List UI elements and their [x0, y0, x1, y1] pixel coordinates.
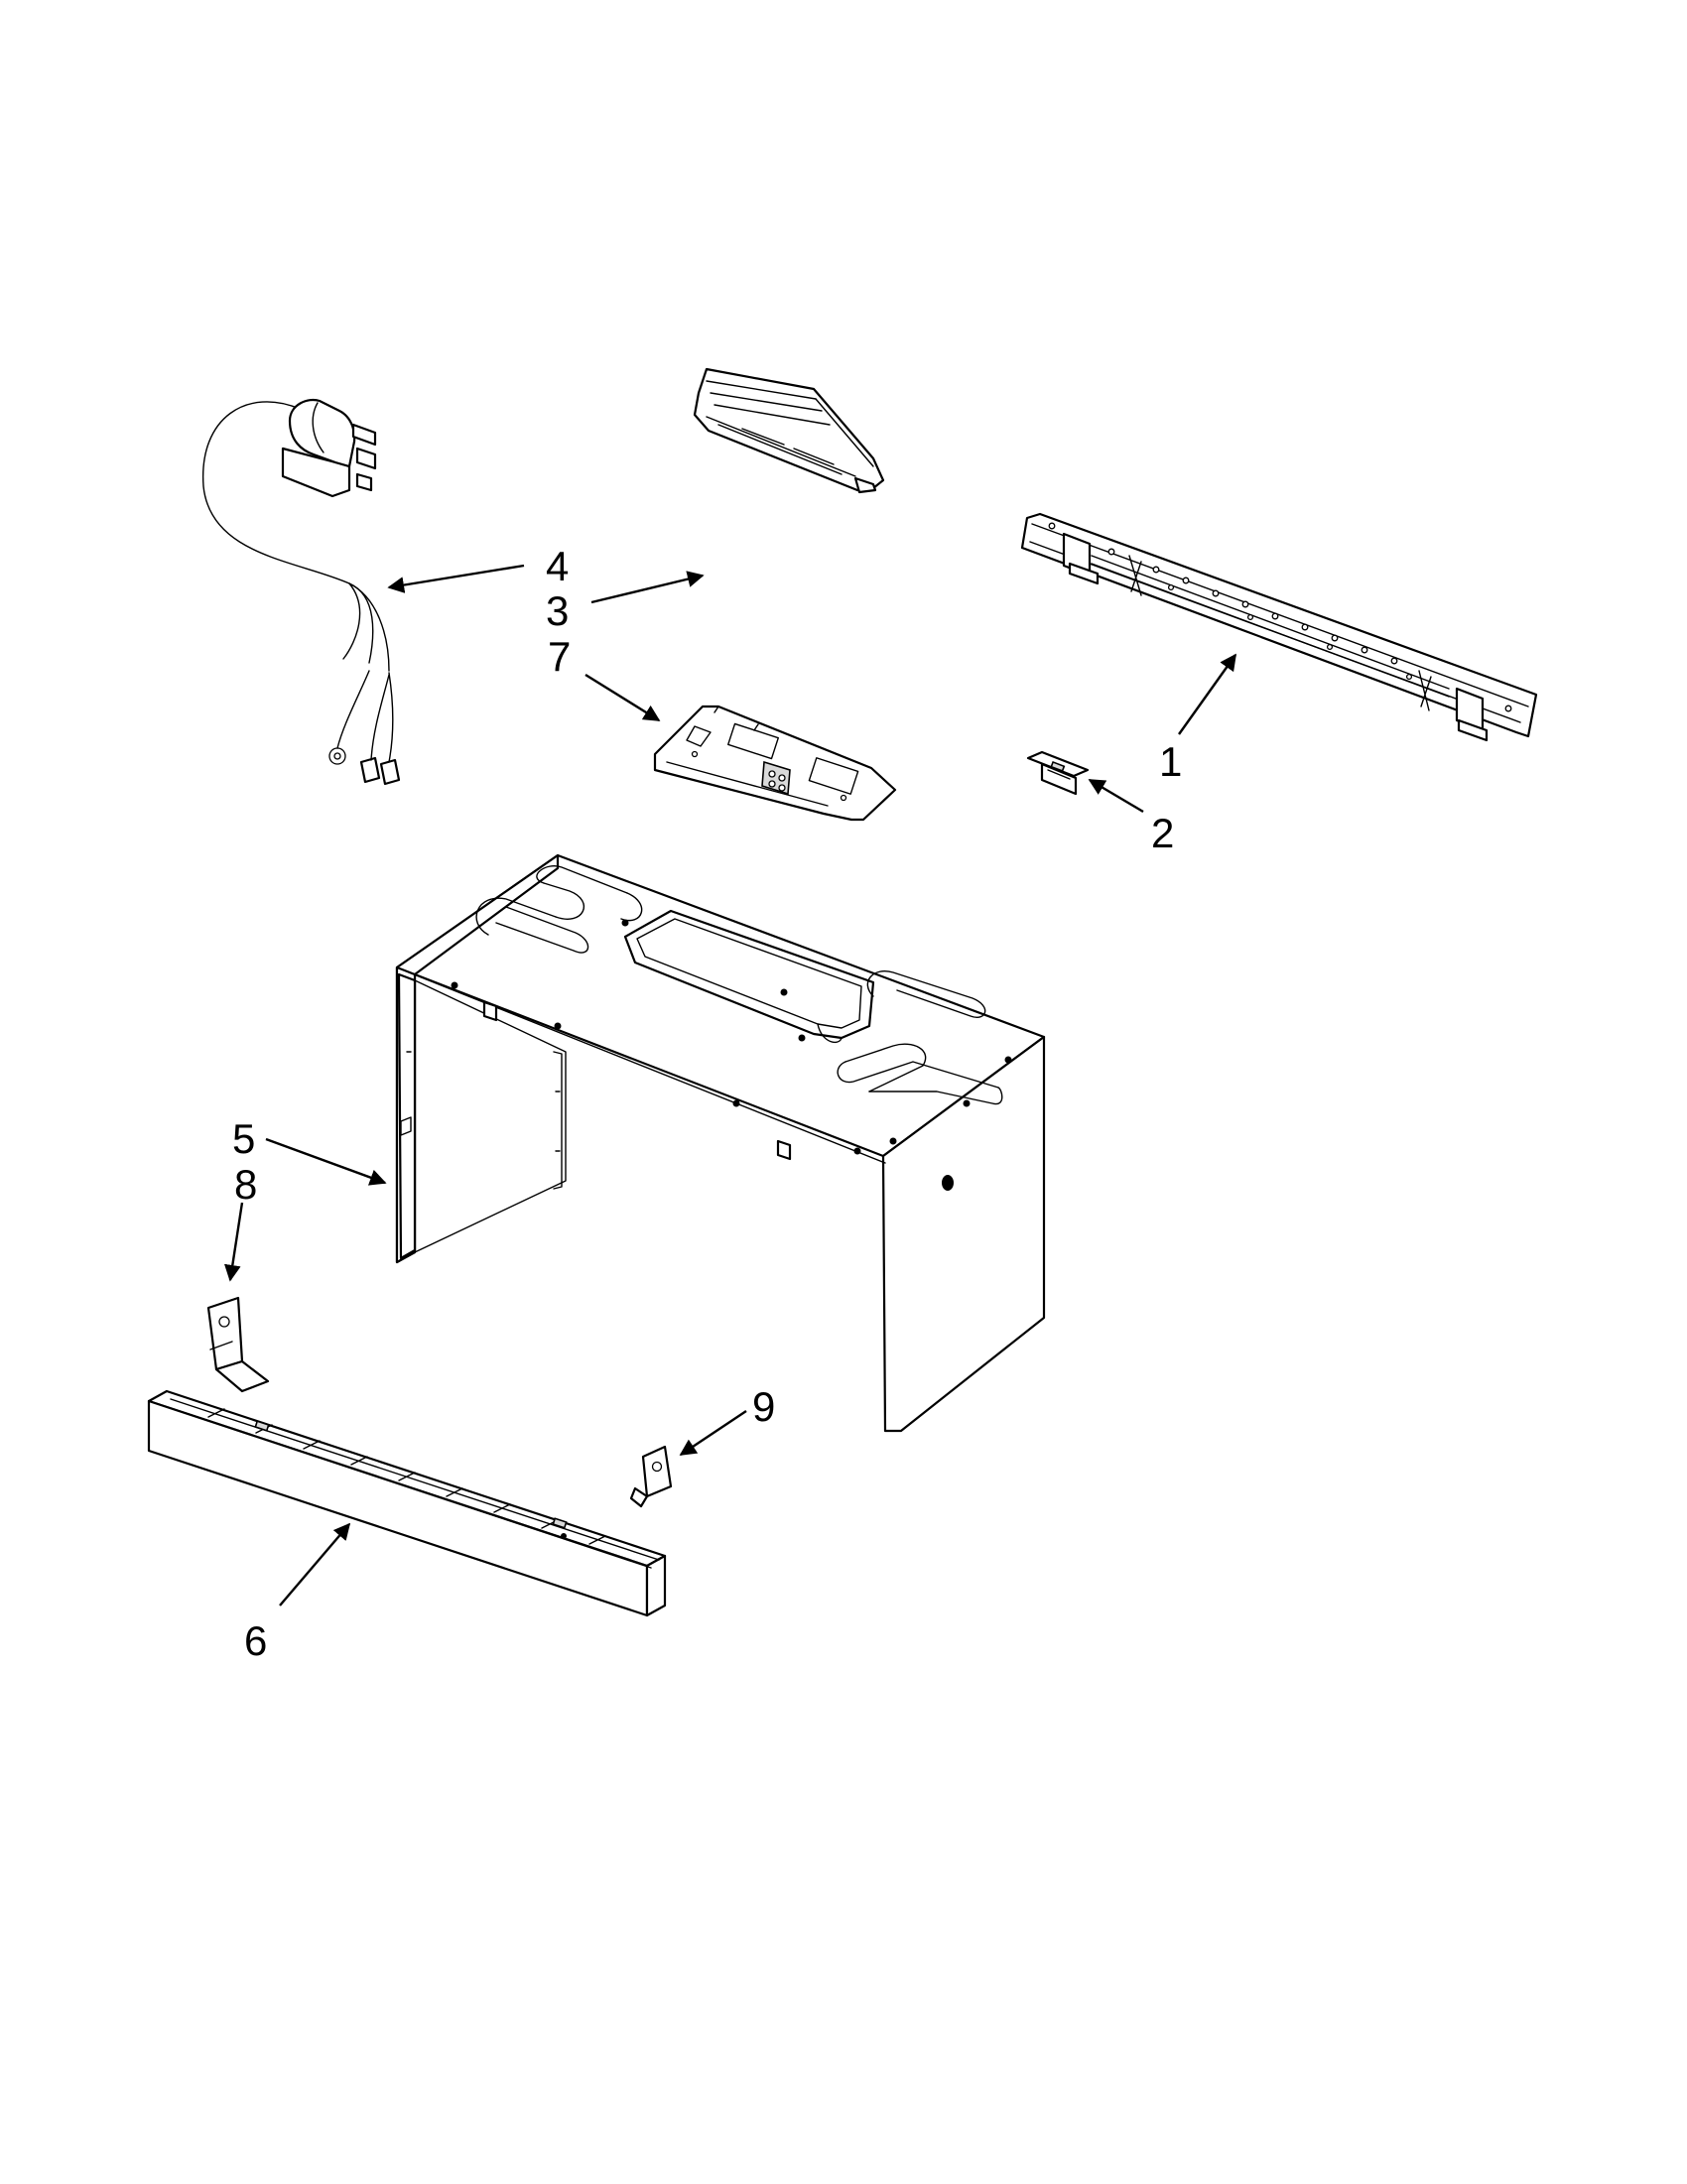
part-3-vent-damper[interactable]: [693, 367, 885, 494]
part-6-front-trim[interactable]: [147, 1389, 667, 1617]
callout-labels: 1 2 3 4 5 6 7 8 9: [232, 543, 1182, 1664]
part-9-bracket[interactable]: [629, 1445, 673, 1508]
part-8-bracket[interactable]: [206, 1296, 270, 1393]
arrow-8: [223, 1202, 244, 1282]
callout-9: 9: [752, 1383, 775, 1430]
arrow-9: [679, 1410, 747, 1456]
arrow-7: [584, 673, 661, 722]
part-4-power-cord[interactable]: [202, 398, 401, 786]
callout-7: 7: [548, 633, 571, 680]
arrow-3: [590, 571, 705, 604]
callout-6: 6: [244, 1617, 267, 1664]
arrow-5: [265, 1137, 387, 1186]
callout-5: 5: [232, 1115, 255, 1162]
part-1-mounting-rail[interactable]: [1020, 512, 1538, 742]
trim-ribs: [207, 1408, 606, 1545]
part-5-cabinet-wrapper[interactable]: [395, 853, 1046, 1433]
callout-1: 1: [1159, 738, 1182, 785]
arrow-6: [279, 1522, 351, 1606]
callout-3: 3: [546, 587, 569, 634]
arrow-1: [1178, 653, 1236, 735]
rail-holes: [1048, 522, 1512, 712]
part-2-clip[interactable]: [1026, 750, 1090, 796]
arrow-4: [387, 564, 525, 593]
callout-4: 4: [546, 543, 569, 589]
callout-8: 8: [234, 1161, 257, 1208]
arrow-2: [1088, 778, 1144, 814]
part-7-mounting-plate[interactable]: [653, 705, 897, 822]
callout-2: 2: [1151, 810, 1174, 856]
leader-arrows: [223, 564, 1236, 1606]
